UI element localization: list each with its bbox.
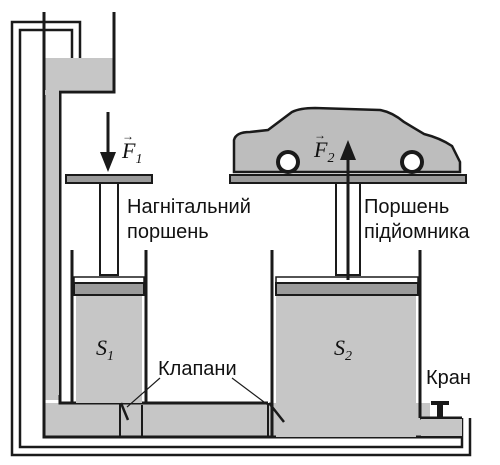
car bbox=[232, 106, 462, 174]
force2-arrow bbox=[340, 140, 356, 280]
force1-vector-arrow: → bbox=[122, 129, 134, 143]
valves-label: Клапани bbox=[158, 358, 237, 380]
pump-piston-label-1: Нагнітальний bbox=[127, 196, 251, 218]
pump-piston-label-2: поршень bbox=[127, 221, 209, 243]
pump-piston bbox=[65, 174, 153, 296]
valves-leader-lines bbox=[126, 377, 269, 408]
area1-label: S1 bbox=[96, 335, 114, 364]
force2-vector-arrow: → bbox=[314, 128, 326, 142]
lift-piston-label-1: Поршень bbox=[364, 196, 449, 218]
force2-label: F2 bbox=[313, 137, 334, 166]
valves bbox=[119, 402, 285, 423]
tap bbox=[431, 401, 449, 419]
force1-arrow bbox=[100, 112, 116, 172]
force1-label: F1 bbox=[121, 138, 142, 167]
lift-piston-label-2: підйомника bbox=[364, 221, 470, 243]
lift-cylinder bbox=[267, 250, 462, 439]
reservoir bbox=[42, 12, 116, 400]
return-tube bbox=[10, 20, 472, 457]
tap-label: Кран bbox=[426, 367, 471, 389]
area2-label: S2 bbox=[334, 335, 352, 364]
pump-cylinder bbox=[70, 250, 148, 437]
